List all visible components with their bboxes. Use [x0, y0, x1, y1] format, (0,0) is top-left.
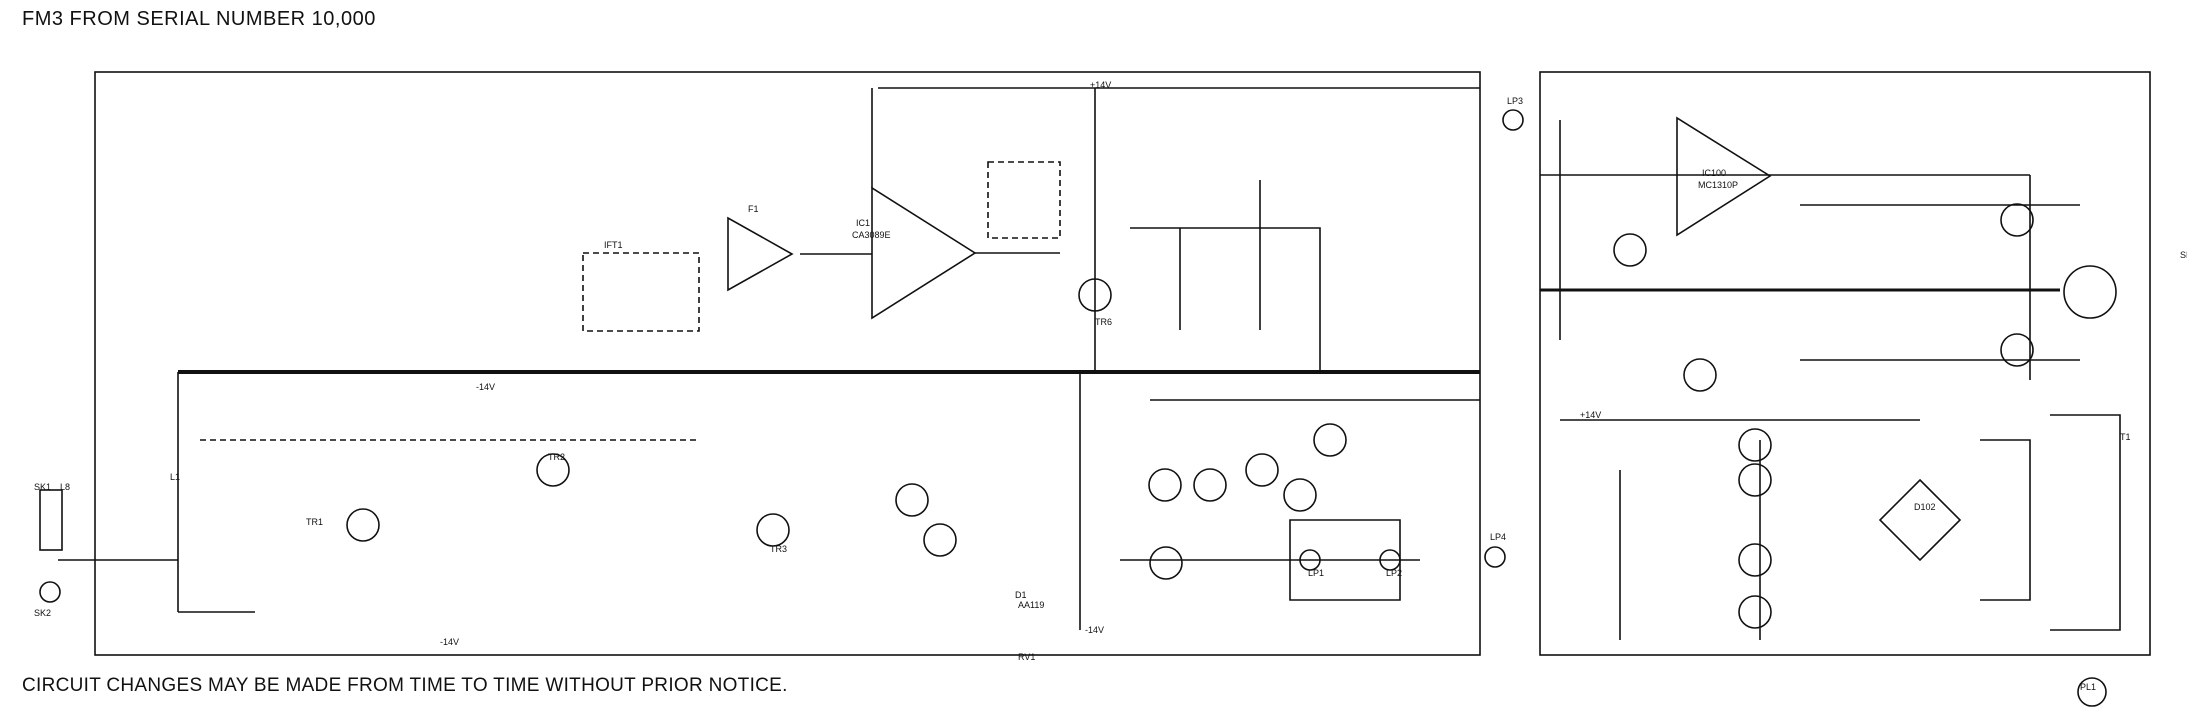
svg-text:RV1: RV1: [1018, 652, 1035, 662]
ift1-box: [582, 252, 700, 332]
svg-text:SK2: SK2: [34, 608, 51, 618]
svg-text:D1: D1: [1015, 590, 1027, 600]
svg-text:F1: F1: [748, 204, 759, 214]
footer-notice: CIRCUIT CHANGES MAY BE MADE FROM TIME TO…: [22, 675, 788, 696]
svg-text:LP4: LP4: [1490, 532, 1506, 542]
svg-text:-14V: -14V: [1085, 625, 1104, 635]
svg-text:AA119: AA119: [1018, 600, 1044, 610]
svg-text:LP1: LP1: [1308, 568, 1324, 578]
svg-text:TR3: TR3: [770, 544, 787, 554]
svg-text:D102: D102: [1914, 502, 1936, 512]
svg-text:-14V: -14V: [476, 382, 495, 392]
svg-text:T1: T1: [2120, 432, 2131, 442]
svg-text:IC1: IC1: [856, 218, 870, 228]
bridge-rectifier: [1878, 478, 1962, 562]
svg-text:PL1: PL1: [2080, 682, 2096, 692]
f1-symbol: [727, 216, 794, 292]
svg-text:CA3089E: CA3089E: [852, 230, 891, 240]
svg-text:L8: L8: [60, 482, 70, 492]
ic1-symbol: [871, 186, 977, 320]
svg-text:SK1: SK1: [34, 482, 51, 492]
page-title: FM3 FROM SERIAL NUMBER 10,000: [22, 8, 376, 30]
svg-text:TR6: TR6: [1095, 317, 1112, 327]
svg-text:TR2: TR2: [548, 452, 565, 462]
svg-text:IC100: IC100: [1702, 168, 1726, 178]
svg-text:+14V: +14V: [1580, 410, 1601, 420]
svg-text:LP3: LP3: [1507, 96, 1523, 106]
frame-left: [94, 71, 1481, 656]
ic100-symbol: [1676, 116, 1772, 237]
svg-text:IFT1: IFT1: [604, 240, 623, 250]
svg-text:L1: L1: [170, 472, 180, 482]
svg-text:TR1: TR1: [306, 517, 323, 527]
l6-box: [987, 161, 1061, 239]
svg-text:SK3: SK3: [2180, 250, 2187, 260]
svg-text:-14V: -14V: [440, 637, 459, 647]
frame-right: [1539, 71, 2151, 656]
svg-text:+14V: +14V: [1090, 80, 1111, 90]
svg-text:LP2: LP2: [1386, 568, 1402, 578]
svg-text:MC1310P: MC1310P: [1698, 180, 1738, 190]
